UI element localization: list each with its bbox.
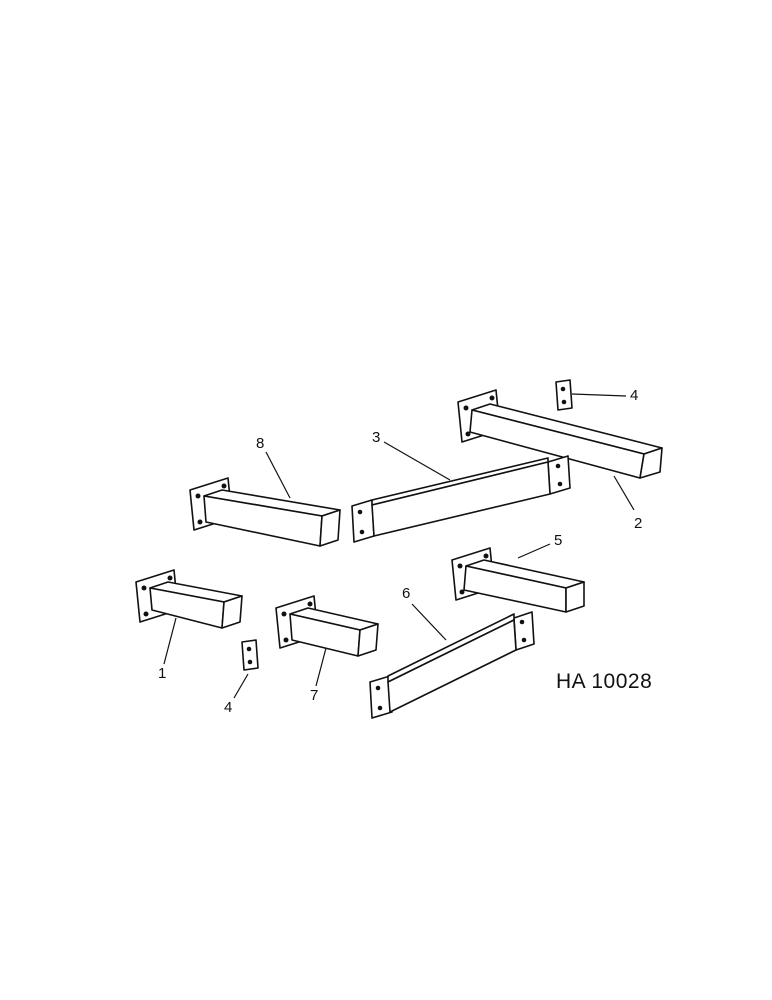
part-8-bracket [189,477,341,547]
part-5-bracket [451,547,585,613]
part-6-angle-bar [369,611,535,719]
part-4-small-plate-lower [241,639,259,671]
callout-5: 5 [554,532,562,549]
callout-1: 1 [158,665,166,682]
callout-4-lower: 4 [224,699,232,716]
leader-7 [315,647,327,687]
figure-reference: HA 10028 [556,670,652,693]
leader-3 [383,441,451,481]
leader-lines [163,393,635,699]
callout-3: 3 [372,429,380,446]
part-2-long-bracket [457,389,663,479]
callout-8: 8 [256,435,264,452]
leader-1 [163,617,177,665]
part-4-small-plate-upper [555,379,573,411]
callout-7: 7 [310,687,318,704]
callout-6: 6 [402,585,410,602]
leader-4b [233,673,249,699]
leader-6 [411,603,447,641]
leader-2 [613,475,635,511]
callout-2: 2 [634,515,642,532]
leader-8 [265,451,291,499]
part-7-bracket [275,595,379,657]
leader-5 [517,543,551,559]
leader-4a [571,393,627,397]
callout-4-upper: 4 [630,387,638,404]
part-1-bracket [135,569,243,629]
part-3-angle-bar [351,455,571,543]
